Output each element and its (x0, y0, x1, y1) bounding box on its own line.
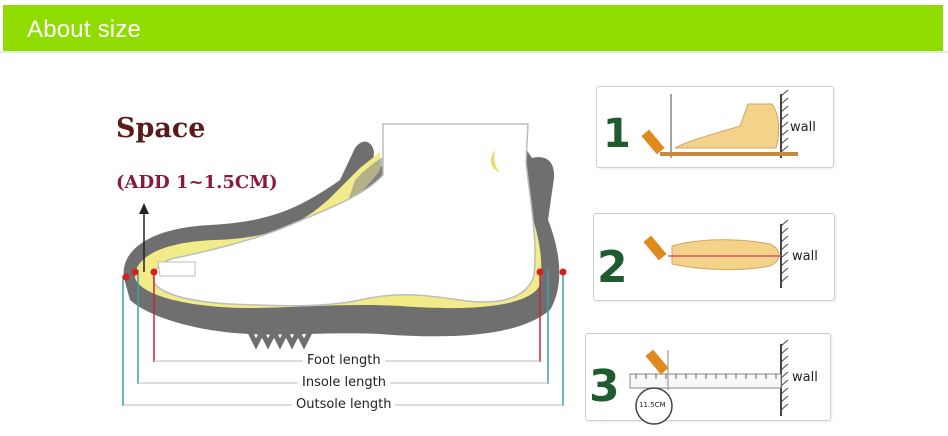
marker-dot (559, 268, 567, 276)
step-3-wall-label: wall (792, 370, 818, 385)
insole-length-label: Insole length (298, 375, 390, 390)
foot-length-label: Foot length (303, 353, 385, 368)
ankle-mark (490, 150, 500, 172)
step-2-wall-label: wall (792, 249, 818, 264)
marker-dot (122, 273, 130, 281)
marker-dot (150, 268, 158, 276)
space-subtitle: (ADD 1~1.5CM) (116, 172, 278, 193)
space-title: Space (116, 113, 206, 144)
step-1-wall-label: wall (790, 120, 816, 135)
header-title: About size (27, 16, 142, 43)
step-3-number: 3 (589, 361, 620, 412)
ruler-value: 11.5CM (639, 401, 666, 409)
marker-dot (131, 268, 139, 276)
toe-nail (157, 261, 196, 277)
foot-shape (152, 123, 536, 307)
step-2-number: 2 (597, 242, 628, 293)
outsole-length-label: Outsole length (292, 397, 396, 412)
header-divider (0, 51, 948, 53)
space-arrow-head (139, 203, 149, 214)
marker-dot (536, 268, 544, 276)
step-1-number: 1 (603, 111, 631, 157)
header-bar: About size (3, 5, 943, 51)
sole-tread (247, 326, 313, 350)
